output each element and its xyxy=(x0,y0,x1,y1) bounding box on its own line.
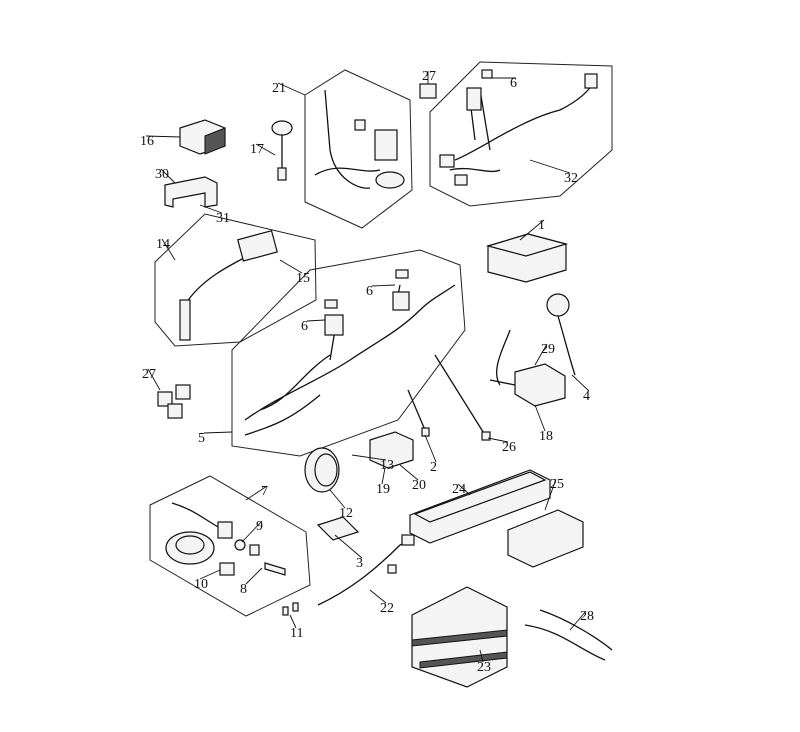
battery-1 xyxy=(485,233,569,283)
main-harness-5 xyxy=(244,269,456,436)
leader-line xyxy=(519,219,545,241)
callout-20: 20 xyxy=(412,478,426,493)
callout-21: 21 xyxy=(272,81,286,96)
stator-group-7 xyxy=(165,502,286,576)
screws-11 xyxy=(282,602,299,616)
bracket-3 xyxy=(316,516,360,541)
leader-line xyxy=(277,82,306,96)
leader-line xyxy=(399,464,419,481)
leader-line xyxy=(161,238,176,261)
leader-line xyxy=(479,649,484,663)
starter-relay-group-21 xyxy=(314,89,405,189)
callout-16: 16 xyxy=(140,134,154,149)
callout-22: 22 xyxy=(380,601,394,616)
callout-27: 27 xyxy=(422,69,436,84)
leader-line xyxy=(334,534,363,559)
callout-5: 5 xyxy=(198,431,205,446)
cdi-unit-16 xyxy=(179,119,226,155)
callout-30: 30 xyxy=(155,167,169,182)
bracket-30 xyxy=(164,176,218,208)
leader-line xyxy=(160,168,176,184)
callout-10: 10 xyxy=(194,577,208,592)
relays-27-left xyxy=(157,384,191,419)
leader-line xyxy=(529,159,571,174)
leader-line xyxy=(457,483,471,496)
callout-2: 2 xyxy=(430,460,437,475)
callout-6: 6 xyxy=(510,76,517,91)
leader-line xyxy=(245,567,263,585)
callout-9: 9 xyxy=(256,519,263,534)
harness-22 xyxy=(317,534,415,606)
leader-line xyxy=(487,437,509,443)
callout-15: 15 xyxy=(296,271,310,286)
switch-17 xyxy=(271,120,293,181)
callout-23: 23 xyxy=(477,660,491,675)
leader-line xyxy=(381,467,386,485)
regulator-18 xyxy=(489,329,566,407)
callout-7: 7 xyxy=(261,484,268,499)
callout-6: 6 xyxy=(366,284,373,299)
toolbox-24 xyxy=(409,469,551,544)
leader-line xyxy=(199,569,221,580)
leader-line xyxy=(289,614,297,629)
callout-12: 12 xyxy=(339,506,353,521)
callout-14: 14 xyxy=(156,237,170,252)
switch-4 xyxy=(546,293,576,376)
cable-tie-26 xyxy=(434,354,491,441)
callout-8: 8 xyxy=(240,582,247,597)
leader-line xyxy=(145,135,181,138)
group-outline-32 xyxy=(429,61,613,207)
leader-line xyxy=(534,343,548,366)
leader-line xyxy=(245,485,268,501)
callout-17: 17 xyxy=(250,142,264,157)
leader-line xyxy=(569,610,587,631)
callout-19: 19 xyxy=(376,482,390,497)
ignition-coil-14 xyxy=(179,229,278,341)
leader-line xyxy=(306,319,326,322)
group-outline-5 xyxy=(231,249,466,457)
leader-line xyxy=(147,368,161,391)
callout-6: 6 xyxy=(301,319,308,334)
leader-lines xyxy=(145,71,590,663)
leader-line xyxy=(351,454,387,461)
group-outline-14 xyxy=(154,213,317,347)
relay-27-top xyxy=(419,83,437,99)
callout-13: 13 xyxy=(380,458,394,473)
callout-32: 32 xyxy=(564,171,578,186)
callout-1: 1 xyxy=(538,218,545,233)
callout-24: 24 xyxy=(452,482,466,497)
cable-tie-2 xyxy=(407,389,430,437)
group-outline-7 xyxy=(149,475,311,617)
callout-11: 11 xyxy=(290,626,303,641)
callout-3: 3 xyxy=(356,556,363,571)
group-outline-21 xyxy=(304,69,413,229)
leader-line xyxy=(424,434,437,463)
callout-29: 29 xyxy=(541,342,555,357)
leader-line xyxy=(199,204,223,214)
leader-line xyxy=(203,431,233,434)
callout-4: 4 xyxy=(583,389,590,404)
leader-line xyxy=(329,489,346,509)
vest-23 xyxy=(411,586,508,688)
harness-32 xyxy=(439,69,598,186)
callout-28: 28 xyxy=(580,609,594,624)
cable-28 xyxy=(524,609,613,661)
leader-line xyxy=(279,259,303,274)
tool-kit-25 xyxy=(507,509,584,568)
leader-line xyxy=(241,520,263,543)
leader-line xyxy=(544,478,557,511)
callout-27: 27 xyxy=(142,367,156,382)
callout-25: 25 xyxy=(550,477,564,492)
callout-26: 26 xyxy=(502,440,516,455)
horn-12 xyxy=(304,447,340,493)
leader-line xyxy=(255,143,276,156)
leader-line xyxy=(369,589,387,604)
leader-line xyxy=(371,284,396,287)
callout-31: 31 xyxy=(216,211,230,226)
leader-line xyxy=(534,404,546,432)
callout-18: 18 xyxy=(539,429,553,444)
leader-line xyxy=(571,374,590,392)
